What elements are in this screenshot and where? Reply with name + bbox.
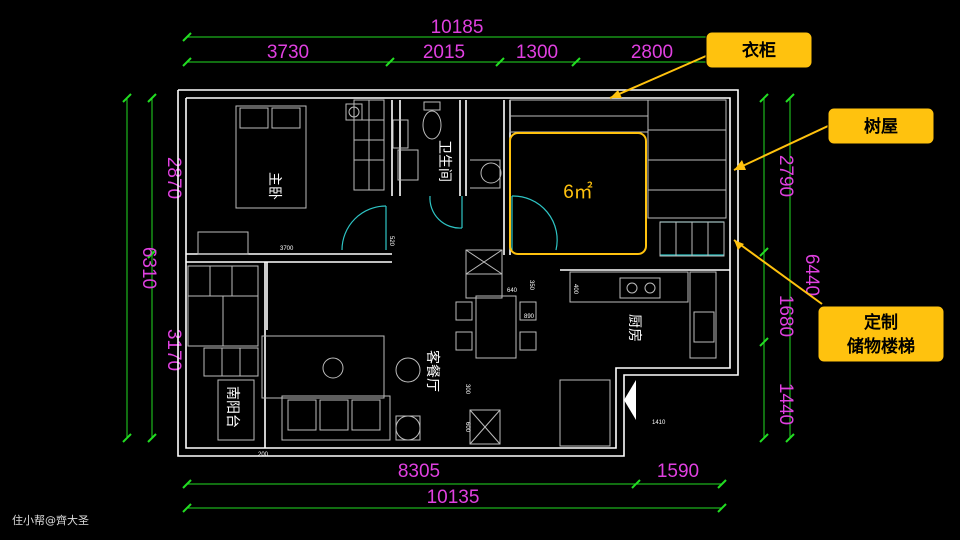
- dim-top-seg-2: 2015: [423, 42, 465, 63]
- callout-wardrobe: 衣柜: [609, 31, 813, 99]
- dim-top-total: 10185: [431, 17, 484, 38]
- callout-wardrobe-text: 衣柜: [742, 40, 776, 61]
- dim-bottom-total: 10135: [427, 487, 480, 508]
- small-dim-8: 400: [572, 284, 578, 295]
- small-dim-9: 300: [464, 384, 470, 395]
- room-bathroom: 卫生间: [436, 140, 452, 182]
- dim-bottom-seg-2: 1590: [657, 461, 699, 482]
- callout-stairs-line1: 定制: [864, 312, 898, 333]
- dim-right-total: 6440: [801, 254, 822, 296]
- watermark: 住小帮@齊大圣: [12, 514, 89, 527]
- dim-top-seg-3: 1300: [516, 42, 558, 63]
- dim-top-seg-1: 3730: [267, 42, 309, 63]
- small-dim-3: 200: [258, 452, 269, 458]
- callout-treehouse-text: 树屋: [864, 117, 898, 137]
- small-dim-1: 3700: [280, 246, 294, 252]
- small-dim-10: 600: [464, 422, 470, 433]
- small-dim-2: 1410: [652, 420, 666, 426]
- dim-right-seg-1: 2790: [775, 155, 796, 197]
- room-master-bedroom: 主卧: [266, 172, 282, 200]
- dim-left-seg-2: 3170: [163, 329, 184, 371]
- highlight-area-box: [509, 132, 647, 255]
- dim-top-seg-4: 2800: [631, 42, 673, 63]
- highlight-area-label: 6㎡: [563, 180, 593, 203]
- dim-right-seg-2: 1680: [775, 295, 796, 337]
- dim-left-seg-1: 2870: [163, 157, 184, 199]
- callout-stairs: 定制 储物楼梯: [733, 239, 945, 363]
- entrance-arrow: [624, 380, 636, 420]
- room-south-balcony: 南阳台: [224, 386, 240, 428]
- callout-stairs-line2: 储物楼梯: [847, 336, 915, 357]
- small-dim-4: 520: [388, 236, 394, 247]
- room-kitchen: 厨房: [626, 314, 642, 342]
- small-dim-6: 640: [507, 288, 518, 294]
- callout-treehouse: 树屋: [733, 107, 935, 171]
- walls: [177, 89, 739, 457]
- doors: [341, 195, 724, 256]
- dim-right-seg-3: 1440: [775, 383, 796, 425]
- dim-left-total: 6310: [138, 247, 159, 289]
- furniture: [187, 99, 727, 447]
- small-dim-7: 350: [528, 280, 534, 291]
- dimension-lines: [122, 32, 795, 513]
- dim-bottom-seg-1: 8305: [398, 461, 440, 482]
- small-dim-5: 890: [524, 314, 535, 320]
- room-living-dining: 客餐厅: [424, 350, 441, 392]
